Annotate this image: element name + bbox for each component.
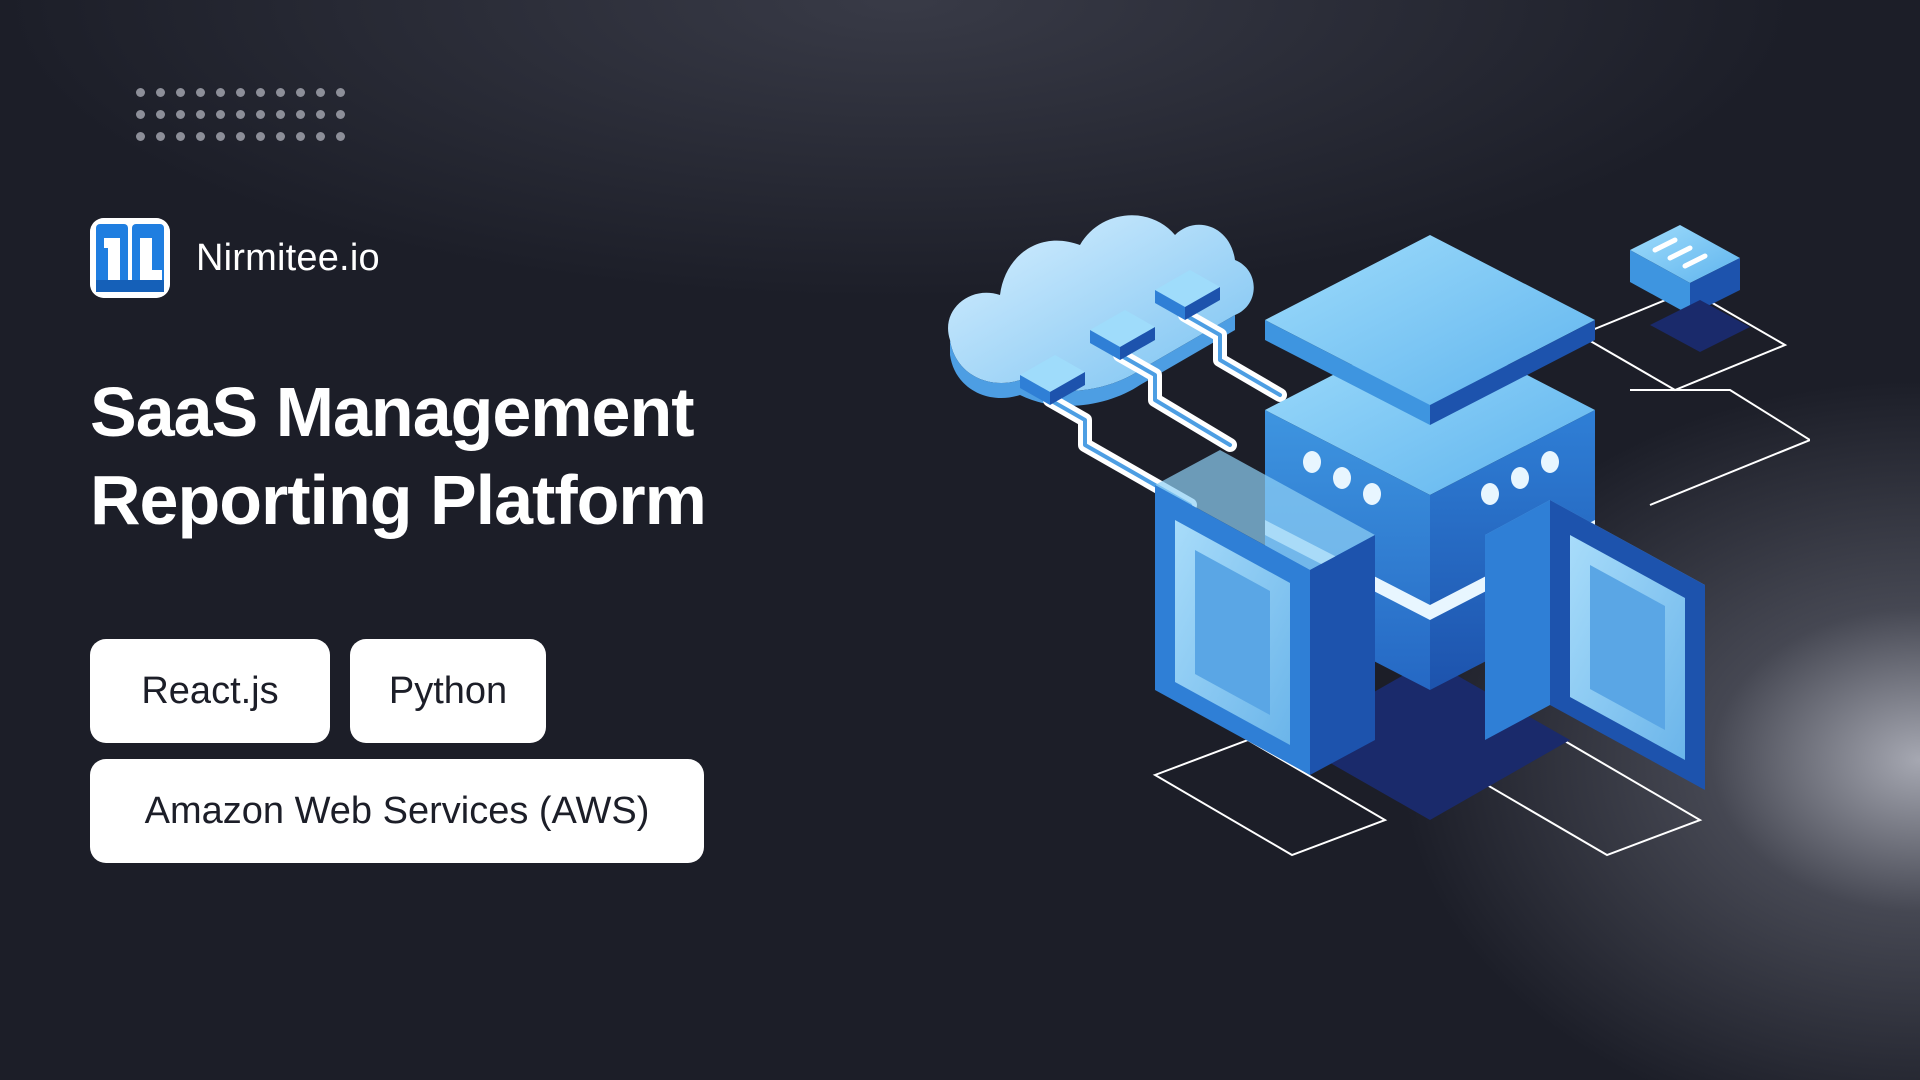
decorative-dot <box>136 132 145 141</box>
decorative-dot <box>216 132 225 141</box>
decorative-dot <box>316 88 325 97</box>
decorative-dot <box>176 132 185 141</box>
decorative-dot <box>276 110 285 119</box>
decorative-dot <box>156 88 165 97</box>
decorative-dot <box>336 88 345 97</box>
tag-python: Python <box>350 639 546 743</box>
decorative-dot <box>216 110 225 119</box>
title-line-1: SaaS Management <box>90 373 695 451</box>
decorative-dot <box>176 88 185 97</box>
decorative-dot <box>136 88 145 97</box>
cloud-server-isometric-icon <box>948 215 1810 857</box>
brand-name: Nirmitee.io <box>196 236 380 279</box>
decorative-dot <box>236 110 245 119</box>
decorative-dot <box>236 132 245 141</box>
page-title: SaaS Management Reporting Platform <box>90 368 810 544</box>
decorative-dot <box>276 132 285 141</box>
decorative-dot <box>196 88 205 97</box>
decorative-dot <box>196 132 205 141</box>
decorative-dot <box>256 132 265 141</box>
decorative-dot <box>256 88 265 97</box>
decorative-dot <box>236 88 245 97</box>
decorative-dot-grid <box>136 88 356 152</box>
decorative-dot <box>276 88 285 97</box>
brand: Nirmitee.io <box>90 218 380 298</box>
decorative-dot <box>336 132 345 141</box>
decorative-dot <box>316 110 325 119</box>
decorative-dot <box>296 110 305 119</box>
title-line-2: Reporting Platform <box>90 461 707 539</box>
decorative-dot <box>216 88 225 97</box>
tag-aws: Amazon Web Services (AWS) <box>90 759 704 863</box>
decorative-dot <box>136 110 145 119</box>
decorative-dot <box>296 88 305 97</box>
decorative-dot <box>316 132 325 141</box>
decorative-dot <box>196 110 205 119</box>
nirmitee-logo-icon <box>90 218 170 298</box>
decorative-dot <box>336 110 345 119</box>
decorative-dot <box>156 110 165 119</box>
decorative-dot <box>176 110 185 119</box>
tag-react: React.js <box>90 639 330 743</box>
decorative-dot <box>256 110 265 119</box>
decorative-dot <box>156 132 165 141</box>
decorative-dot <box>296 132 305 141</box>
